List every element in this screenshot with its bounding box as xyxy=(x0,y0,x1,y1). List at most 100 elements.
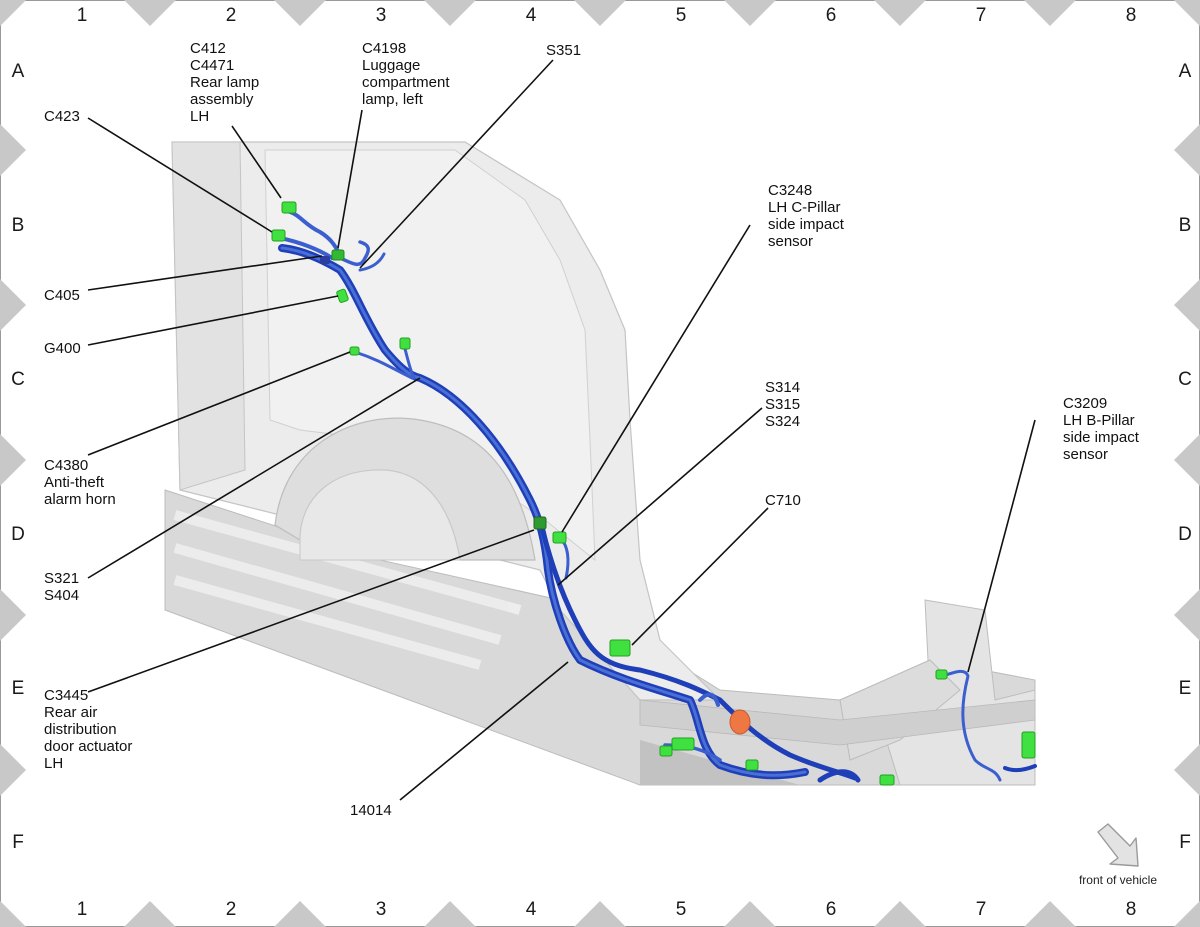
border-mark xyxy=(574,901,626,927)
border-mark xyxy=(124,0,176,26)
col-label: 7 xyxy=(976,5,987,26)
connector-lower-4 xyxy=(879,774,895,786)
leader-lines xyxy=(87,59,1036,801)
connector-right-edge xyxy=(1021,731,1036,759)
row-label: C xyxy=(11,369,25,390)
border-mark xyxy=(0,0,26,26)
harness-strand xyxy=(537,517,858,781)
col-label: 3 xyxy=(376,5,387,26)
connector-branch-c xyxy=(399,337,411,350)
border-mark xyxy=(1024,901,1076,927)
callout-c3209: C3209 LH B-Pillar side impact sensor xyxy=(1063,395,1143,463)
col-label: 8 xyxy=(1126,899,1137,920)
direction-label: front of vehicle xyxy=(1079,873,1157,887)
col-label: 4 xyxy=(526,5,537,26)
row-label: B xyxy=(1179,215,1192,236)
col-label: 2 xyxy=(226,899,237,920)
border-mark xyxy=(874,901,926,927)
harness-branch-top xyxy=(288,210,342,257)
callout-c4198: C4198 Luggage compartment lamp, left xyxy=(362,40,454,108)
vehicle-body-illustration xyxy=(164,141,1036,786)
inner-panel-recess xyxy=(264,149,596,562)
row-label: F xyxy=(1179,832,1191,853)
border-mark xyxy=(724,901,776,927)
col-label: 2 xyxy=(226,5,237,26)
callout-c405: C405 xyxy=(44,287,80,304)
col-label: 6 xyxy=(826,899,837,920)
border-mark xyxy=(1024,0,1076,26)
border-mark xyxy=(274,0,326,26)
connector-c4198 xyxy=(331,249,345,261)
connector-c4380 xyxy=(349,346,360,356)
row-labels-left: A B C D E F xyxy=(11,61,25,853)
border-mark xyxy=(424,0,476,26)
connector-c405 xyxy=(320,256,330,264)
connector-c3248 xyxy=(552,531,567,544)
border-mark xyxy=(0,901,26,927)
callout-harness-14014: 14014 xyxy=(350,802,392,819)
front-of-vehicle-indicator: front of vehicle xyxy=(1079,823,1157,887)
border-mark xyxy=(124,901,176,927)
callout-s321: S321 S404 xyxy=(44,570,83,604)
row-label: E xyxy=(1179,678,1192,699)
col-label: 8 xyxy=(1126,5,1137,26)
border-mark xyxy=(0,279,26,331)
border-mark xyxy=(724,0,776,26)
border-mark xyxy=(1174,0,1200,26)
row-label: A xyxy=(12,61,25,82)
connector-g400 xyxy=(336,288,349,303)
callout-s314: S314 S315 S324 xyxy=(765,379,804,430)
grommet xyxy=(729,709,751,735)
callout-c412: C412 C4471 Rear lamp assembly LH xyxy=(190,40,263,125)
connector-lower-2 xyxy=(659,745,673,757)
callout-c3248: C3248 LH C-Pillar side impact sensor xyxy=(768,182,848,250)
callouts: C412 C4471 Rear lamp assembly LH C4198 L… xyxy=(44,40,1143,819)
callout-s351: S351 xyxy=(546,42,581,59)
connector-c710 xyxy=(609,639,631,657)
callout-c4380: C4380 Anti-theft alarm horn xyxy=(44,457,116,508)
col-label: 7 xyxy=(976,899,987,920)
border-mark xyxy=(1174,124,1200,176)
col-label: 6 xyxy=(826,5,837,26)
border-mark xyxy=(424,901,476,927)
col-label: 3 xyxy=(376,899,387,920)
callout-g400: G400 xyxy=(44,340,81,357)
border-mark xyxy=(574,0,626,26)
row-label: C xyxy=(1178,369,1192,390)
border-mark xyxy=(874,0,926,26)
border-mark xyxy=(1174,279,1200,331)
border-mark xyxy=(0,124,26,176)
border-mark xyxy=(274,901,326,927)
row-label: D xyxy=(11,524,25,545)
row-label: F xyxy=(12,832,24,853)
row-label: B xyxy=(12,215,25,236)
connector-c423 xyxy=(271,229,286,242)
column-labels-bottom: 1 2 3 4 5 6 7 8 xyxy=(77,899,1137,920)
connector-lower-1 xyxy=(671,737,695,751)
col-label: 4 xyxy=(526,899,537,920)
direction-arrow-icon xyxy=(1097,823,1139,867)
connector-c412 xyxy=(281,201,297,214)
col-label: 1 xyxy=(77,899,88,920)
callout-c710: C710 xyxy=(765,492,801,509)
row-label: D xyxy=(1178,524,1192,545)
row-labels-right: A B C D E F xyxy=(1178,61,1192,853)
connector-lower-3 xyxy=(745,759,759,771)
col-label: 1 xyxy=(77,5,88,26)
border-mark xyxy=(0,589,26,641)
column-labels-top: 1 2 3 4 5 6 7 8 xyxy=(77,5,1137,26)
border-mark xyxy=(1174,589,1200,641)
connectors xyxy=(271,201,1036,786)
col-label: 5 xyxy=(676,899,687,920)
border-mark xyxy=(0,434,26,486)
border-mark xyxy=(1174,744,1200,796)
callout-c3445: C3445 Rear air distribution door actuato… xyxy=(44,687,137,772)
border-mark xyxy=(1174,901,1200,927)
wiring-harness xyxy=(278,210,1037,783)
left-pillar xyxy=(171,141,246,491)
harness-b-pillar-branch xyxy=(941,669,1002,782)
callout-c423: C423 xyxy=(44,108,80,125)
connector-c3445 xyxy=(533,516,547,530)
